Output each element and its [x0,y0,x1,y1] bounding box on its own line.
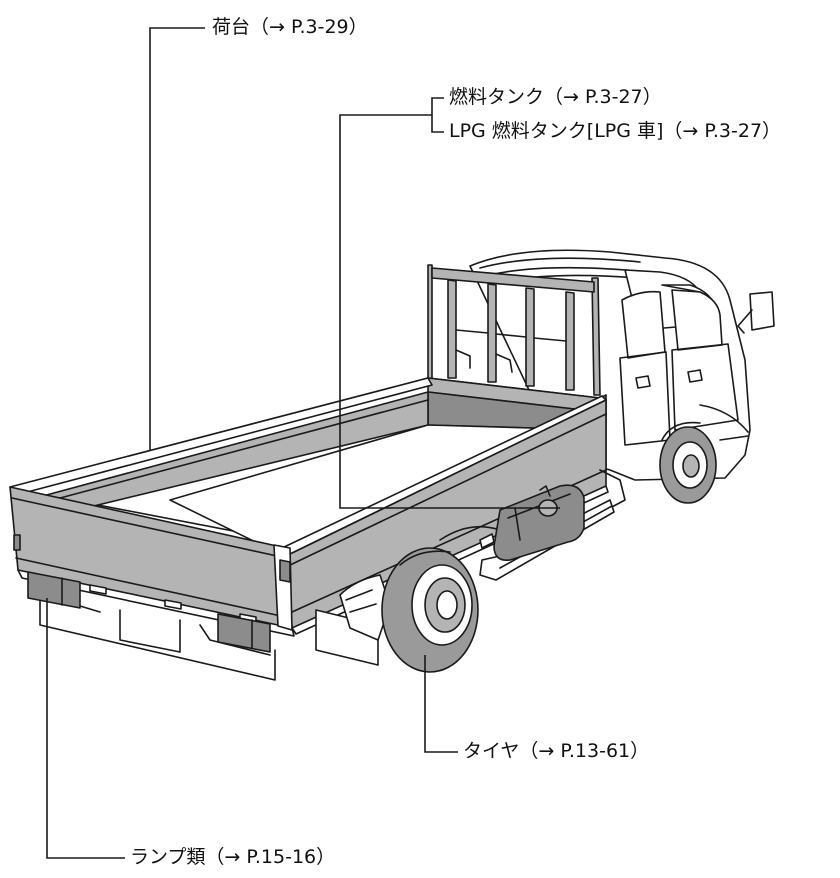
tail-lamp-right [217,613,271,653]
rear-gate [9,486,295,637]
leader-line-tire [424,655,458,753]
leader-line-cargo-bed [149,27,205,450]
leader-line-fuel-tank [339,97,560,509]
callout-lpg-tank: LPG 燃料タンク[LPG 車]（→ P.3-27） [449,120,782,142]
tail-lamp-left [27,571,81,609]
headboard-frame [427,264,601,396]
callout-fuel-tank: 燃料タンク（→ P.3-27） [449,86,662,108]
leader-line-lpg-tank [431,115,444,133]
truck-cab [469,249,775,481]
fuel-tank [493,484,585,562]
front-wheel [659,421,717,504]
rear-wheel [339,547,479,673]
callout-cargo-bed: 荷台（→ P.3-29） [212,16,368,38]
leader-line-lamps [46,598,125,859]
callout-lamps: ランプ類（→ P.15-16） [130,846,336,868]
callout-tire: タイヤ（→ P.13-61） [463,740,650,762]
